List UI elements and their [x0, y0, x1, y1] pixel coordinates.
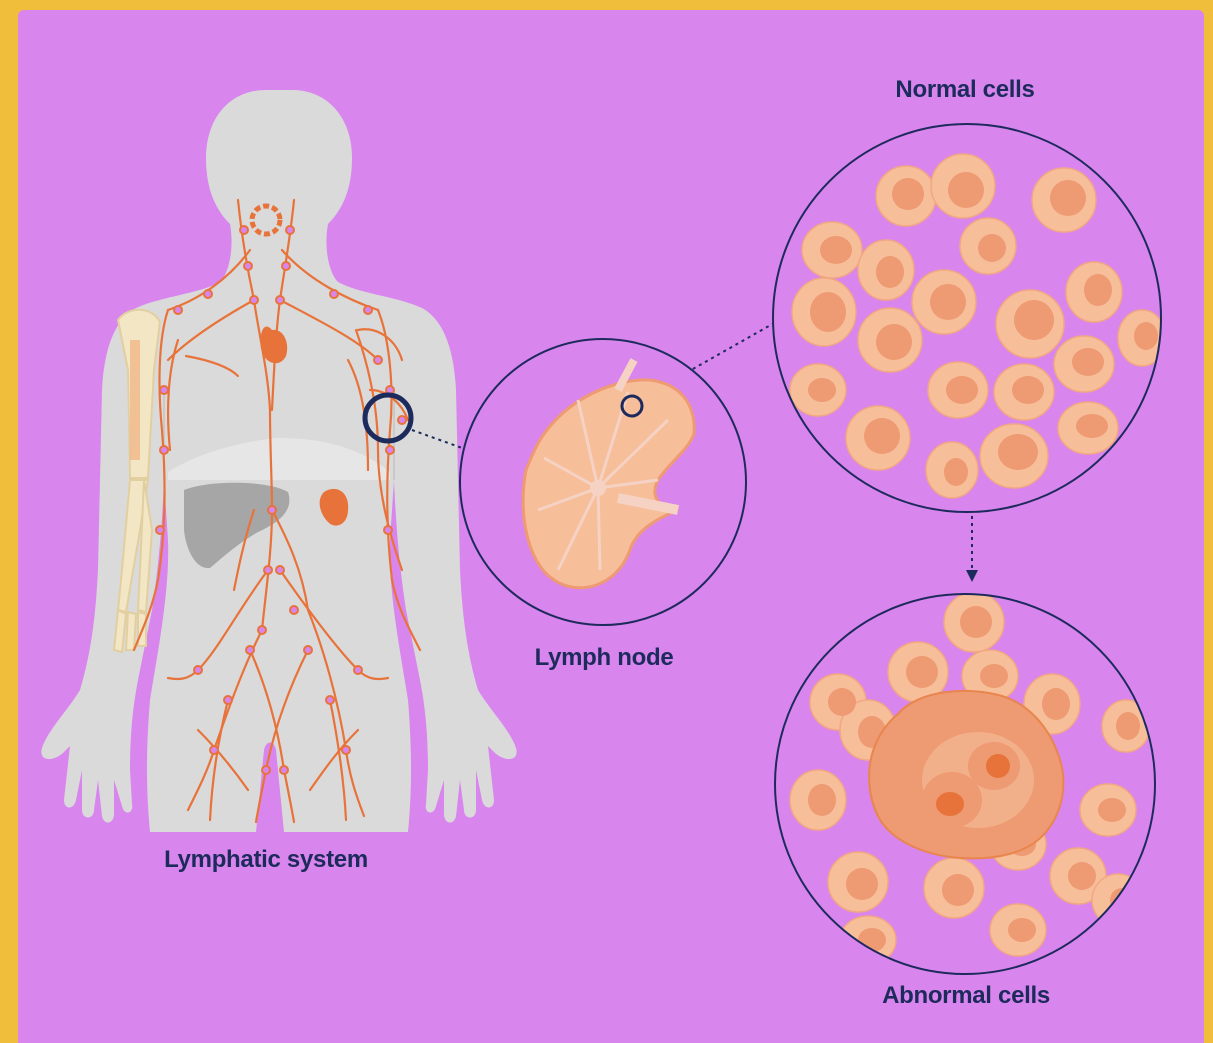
- lymph-node-view: [460, 339, 746, 625]
- arrow-head: [966, 570, 978, 582]
- diagram-panel: Lymphatic system Lymph node Normal cells…: [18, 10, 1204, 1043]
- lymphatic-system-label: Lymphatic system: [164, 846, 368, 874]
- abnormal-cells-label: Abnormal cells: [882, 982, 1050, 1010]
- bone-marrow: [130, 340, 140, 460]
- abnormal-cell: [869, 691, 1063, 858]
- lymph-node-label: Lymph node: [535, 644, 674, 672]
- abnormal-cells-view: [775, 592, 1155, 974]
- normal-cells-view: [773, 124, 1166, 512]
- normal-cells-label: Normal cells: [895, 76, 1034, 104]
- lymphoma-diagram: [18, 10, 1204, 1043]
